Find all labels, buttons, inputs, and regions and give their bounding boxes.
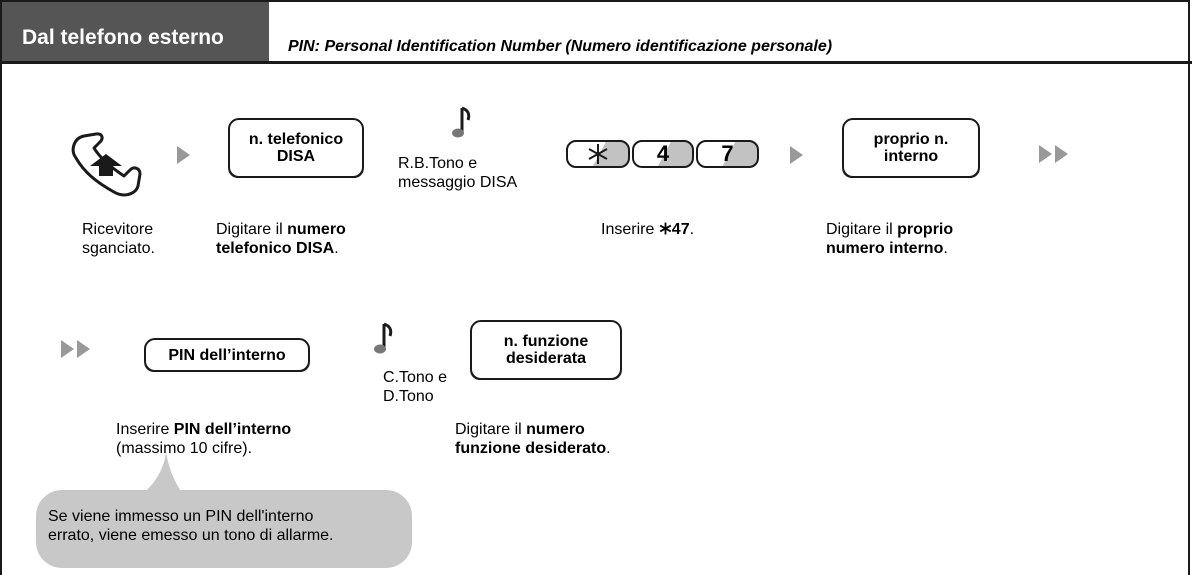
section-tab [2,2,269,61]
step-arrow [177,146,190,164]
section-tab-label: Dal telefono esterno [22,26,224,49]
pin-subtitle: PIN: Personal Identification Number (Num… [288,38,833,55]
tone-note-icon [452,106,471,138]
step-enter-code: Inserire 47. [601,221,695,238]
note-text: Se viene immesso un PIN dell'interno err… [48,508,334,544]
asterisk-key-icon [588,144,608,164]
tone-note-icon [374,322,393,354]
handset-off-hook-icon [71,132,142,197]
extension-pin-key: PIN dell’interno [144,338,310,372]
own-extension-key: proprio n. interno [842,118,980,178]
asterisk-key [566,140,630,168]
digit-key-7: 7 [696,140,759,168]
step-arrow [790,146,803,164]
header-divider [0,61,1192,64]
bubble-tail [130,452,190,502]
asterisk-icon [659,222,672,235]
disa-number-key: n. telefonico DISA [228,118,364,178]
digit-key-4: 4 [632,140,694,168]
ringback-tone-caption: R.B.Tono e messaggio DISA [398,155,518,191]
step-enter-pin: Inserire PIN dell’interno(massimo 10 cif… [116,421,292,457]
feature-number-key: n. funzione desiderata [470,320,622,380]
note-bubble [36,490,412,568]
confirmation-tone-caption: C.Tono e D.Tono [383,369,448,405]
